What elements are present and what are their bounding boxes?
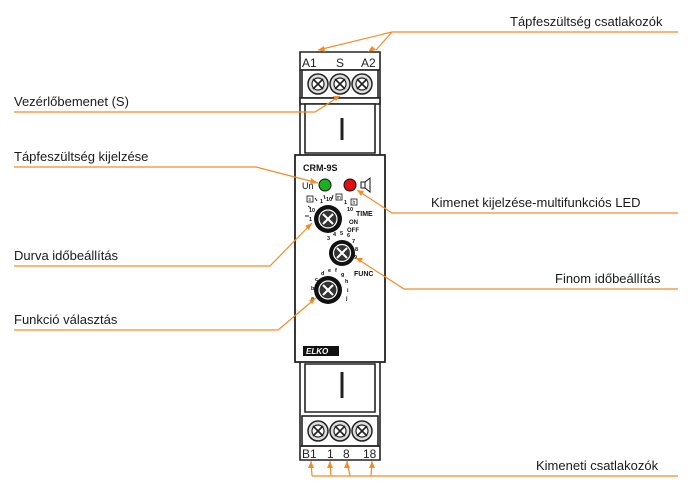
function-knob-icon	[314, 276, 342, 304]
fine-knob-icon	[329, 240, 355, 266]
leader-coarse-time	[14, 222, 313, 267]
func-tick-h: h	[345, 279, 349, 285]
callout-coarse-time: Durva időbeállítás	[14, 248, 119, 263]
func-tick-d: d	[321, 271, 324, 277]
on-label: ON	[349, 220, 358, 226]
screw-icon	[351, 420, 373, 442]
un-label: Un	[302, 181, 314, 191]
unit-box-h	[350, 198, 358, 206]
terminal-label-a1: A1	[302, 56, 317, 70]
model-label: CRM-9S	[303, 163, 338, 173]
coarse-tick-1b: 1	[344, 200, 347, 206]
function-dial: a b c d e f g h i j	[311, 268, 349, 304]
time-label: TIME	[356, 211, 373, 218]
supply-led	[318, 178, 332, 192]
terminal-label-s: S	[336, 56, 344, 70]
coarse-tick-1: 1	[320, 199, 323, 205]
terminal-label-8: 8	[343, 447, 350, 461]
unit-box-m	[335, 193, 343, 201]
fine-time-dial: 3 4 5 6 7 8 9 FUNC	[327, 231, 373, 278]
screw-icon	[307, 73, 329, 95]
coarse-tick-10: 10	[326, 197, 332, 203]
leader-function-select	[14, 297, 317, 331]
leader-fine-time	[355, 257, 678, 290]
terminal-label-1: 1	[327, 447, 334, 461]
relay-output-icon	[360, 176, 371, 194]
bottom-terminal-screws	[307, 420, 373, 442]
callout-supply-indication: Tápfeszültség kijelzése	[14, 149, 149, 164]
func-tick-b: b	[311, 286, 315, 292]
fine-tick-9: 9	[354, 255, 357, 261]
leader-supply-indication	[14, 166, 319, 184]
svg-text:ELKO: ELKO	[306, 347, 329, 356]
screw-icon	[329, 420, 351, 442]
unit-m: m	[337, 195, 341, 201]
unit-h: h	[353, 200, 356, 206]
coarse-tick-10b: 10	[347, 207, 353, 213]
coarse-time-dial: s m h 1 10 1 10 10 1 TIME ON OFF	[305, 193, 373, 234]
callout-function-select: Funkció választás	[14, 312, 118, 327]
leader-supply-terminals	[375, 31, 678, 51]
func-tick-j: j	[345, 296, 348, 302]
terminal-label-b1: B1	[302, 447, 317, 461]
top-terminal-screws	[307, 73, 373, 95]
leader-arrowheads	[305, 46, 376, 468]
output-led	[343, 178, 357, 192]
coarse-tick-10c: 10	[309, 208, 315, 214]
terminal-label-18: 18	[363, 447, 377, 461]
func-tick-g: g	[341, 272, 344, 278]
func-tick-i: i	[347, 288, 349, 294]
callout-supply-terminals: Tápfeszültség csatlakozók	[510, 14, 663, 29]
leader-control-input	[14, 95, 341, 113]
func-tick-c: c	[315, 277, 318, 283]
fine-tick-4: 4	[333, 232, 337, 238]
terminal-label-a2: A2	[361, 56, 376, 70]
screw-icon	[329, 73, 351, 95]
fine-tick-7: 7	[352, 239, 355, 245]
callout-control-input: Vezérlőbemenet (S)	[14, 94, 129, 109]
func-label: FUNC	[354, 271, 373, 278]
screw-icon	[307, 420, 329, 442]
elko-logo: ELKO	[303, 346, 339, 356]
coarse-tick-1c: 1	[309, 217, 312, 223]
fine-tick-3: 3	[327, 236, 330, 242]
func-tick-f: f	[335, 268, 337, 274]
callout-output-terminals: Kimeneti csatlakozók	[536, 458, 659, 473]
screw-icon	[351, 73, 373, 95]
fine-tick-8: 8	[355, 247, 358, 253]
unit-s: s	[309, 197, 312, 203]
func-tick-e: e	[328, 268, 331, 274]
leader-output-indication	[356, 189, 678, 214]
off-label: OFF	[347, 228, 359, 234]
fine-tick-5: 5	[340, 231, 343, 237]
unit-box-s	[306, 195, 314, 203]
callout-fine-time: Finom időbeállítás	[555, 271, 661, 286]
callout-output-indication: Kimenet kijelzése-multifunkciós LED	[431, 195, 641, 210]
coarse-knob-icon	[314, 205, 342, 233]
fine-tick-6: 6	[347, 233, 350, 239]
